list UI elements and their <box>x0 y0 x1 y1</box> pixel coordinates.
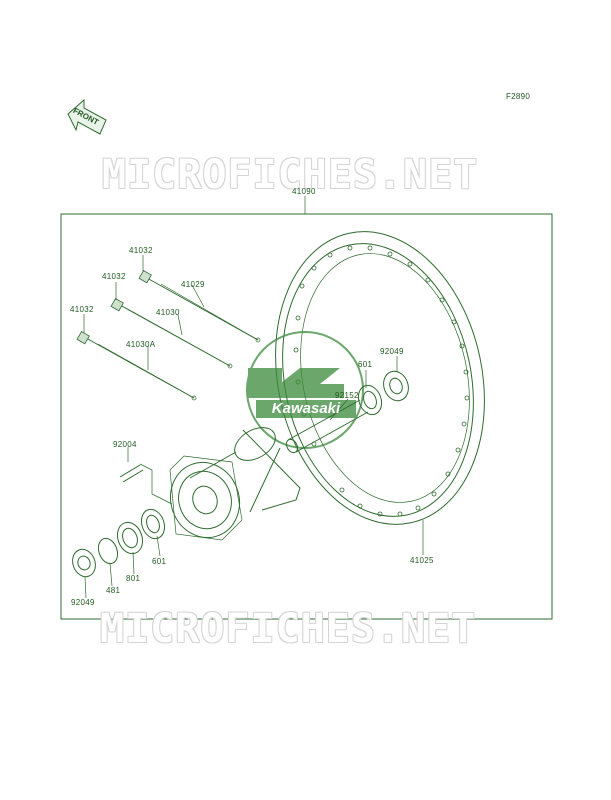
kawasaki-logo <box>246 331 364 449</box>
collar <box>285 399 369 454</box>
assembly-frame <box>60 213 553 620</box>
callout-41025[interactable]: 41025 <box>410 556 434 565</box>
hub <box>169 427 301 541</box>
circlip <box>97 537 119 565</box>
rim-holes <box>293 245 470 517</box>
spokes <box>85 277 261 401</box>
front-arrow-icon <box>67 98 107 135</box>
spoke-nipples <box>76 269 152 345</box>
callout-601-left[interactable]: 601 <box>152 557 167 566</box>
left-seal <box>72 548 96 578</box>
kawasaki-logo-text: Kawasaki <box>271 400 341 417</box>
right-bearing <box>357 384 383 416</box>
callout-41032-a[interactable]: 41032 <box>129 246 153 255</box>
left-bearing <box>140 508 166 540</box>
callout-92004[interactable]: 92004 <box>113 440 137 449</box>
callout-801[interactable]: 801 <box>126 574 141 583</box>
callout-41030a[interactable]: 41030A <box>126 340 156 349</box>
mid-bearing <box>116 521 144 555</box>
callout-92049-left[interactable]: 92049 <box>71 598 95 607</box>
callout-92049-right[interactable]: 92049 <box>380 347 404 356</box>
figure-code: F2890 <box>506 92 531 101</box>
callout-41032-b[interactable]: 41032 <box>102 272 126 281</box>
leader-lines <box>83 255 424 599</box>
callout-92152[interactable]: 92152 <box>335 391 359 400</box>
callout-481[interactable]: 481 <box>106 586 121 595</box>
watermark-bottom: MICROFICHES.NET <box>100 606 477 652</box>
stud <box>119 463 173 505</box>
callout-41032-c[interactable]: 41032 <box>70 305 94 314</box>
rim-outline <box>275 231 485 525</box>
callout-41090[interactable]: 41090 <box>292 187 316 196</box>
right-seal <box>383 370 409 402</box>
callout-41030[interactable]: 41030 <box>156 308 180 317</box>
callout-601-right[interactable]: 601 <box>358 360 373 369</box>
callout-41029[interactable]: 41029 <box>181 280 205 289</box>
watermark-top: MICROFICHES.NET <box>102 152 479 198</box>
